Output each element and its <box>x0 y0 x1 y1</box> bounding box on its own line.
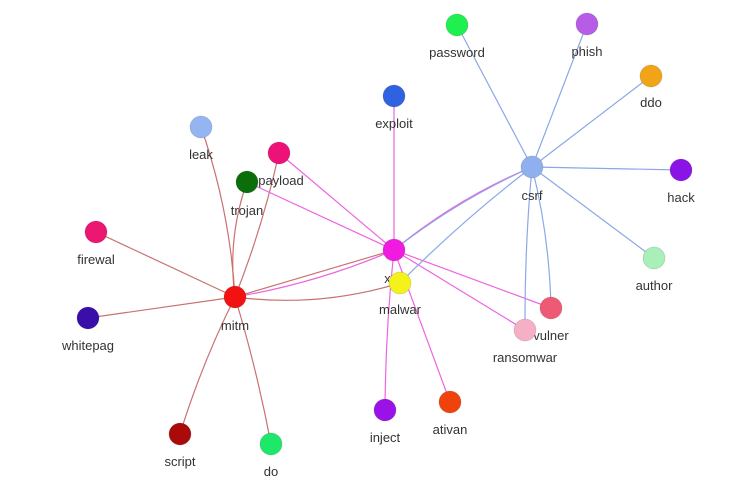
node-trojan[interactable]: trojan <box>231 170 264 218</box>
node-do[interactable]: do <box>259 432 283 479</box>
node-ransomwar[interactable]: ransomwar <box>493 318 558 365</box>
node-inject[interactable]: inject <box>370 398 401 445</box>
edge-mitm-do <box>234 296 272 445</box>
edge-csrf-vulner <box>531 166 552 309</box>
node-label-ddo: ddo <box>640 95 662 110</box>
edge-xss-csrf <box>393 166 533 251</box>
node-label-leak: leak <box>189 147 213 162</box>
node-firewal[interactable]: firewal <box>77 220 115 267</box>
node-ddo[interactable]: ddo <box>639 64 663 110</box>
node-circle-trojan[interactable] <box>235 170 259 194</box>
node-label-firewal: firewal <box>77 252 115 267</box>
node-label-inject: inject <box>370 430 401 445</box>
node-label-vulner: vulner <box>533 328 569 343</box>
edge-mitm-script <box>179 296 236 435</box>
node-circle-firewal[interactable] <box>84 220 108 244</box>
edge-csrf-ransomwar <box>524 166 533 331</box>
node-circle-csrf[interactable] <box>520 155 544 179</box>
node-circle-ransomwar[interactable] <box>513 318 537 342</box>
nodes-layer: password phish ddo exploit leak payload trojan… <box>61 12 695 479</box>
edge-csrf-hack <box>531 166 682 171</box>
node-label-whitepag: whitepag <box>61 338 114 353</box>
edge-xss-inject <box>384 249 395 411</box>
node-csrf[interactable]: csrf <box>520 155 544 203</box>
node-circle-hack[interactable] <box>669 158 693 182</box>
node-circle-script[interactable] <box>168 422 192 446</box>
node-script[interactable]: script <box>164 422 196 469</box>
node-label-exploit: exploit <box>375 116 413 131</box>
edge-csrf-phish <box>531 23 588 168</box>
edge-csrf-password <box>456 24 533 168</box>
node-exploit[interactable]: exploit <box>375 84 413 131</box>
edge-mitm-whitepag <box>87 296 236 319</box>
node-label-payload: payload <box>258 173 304 188</box>
node-circle-inject[interactable] <box>373 398 397 422</box>
edge-xss-mitm <box>234 249 395 298</box>
edge-csrf-malwar <box>399 166 533 284</box>
node-label-csrf: csrf <box>522 188 543 203</box>
node-circle-do[interactable] <box>259 432 283 456</box>
node-circle-vulner[interactable] <box>539 296 563 320</box>
node-circle-exploit[interactable] <box>382 84 406 108</box>
node-circle-leak[interactable] <box>189 115 213 139</box>
node-hack[interactable]: hack <box>667 158 695 205</box>
node-label-hack: hack <box>667 190 695 205</box>
node-circle-ddo[interactable] <box>639 64 663 88</box>
node-label-ativan: ativan <box>433 422 468 437</box>
node-circle-mitm[interactable] <box>223 285 247 309</box>
node-label-mitm: mitm <box>221 318 249 333</box>
edge-csrf-author <box>531 166 655 259</box>
node-author[interactable]: author <box>636 246 674 293</box>
node-mitm[interactable]: mitm <box>221 285 249 333</box>
edge-mitm-xss <box>234 249 395 298</box>
node-circle-password[interactable] <box>445 13 469 37</box>
node-circle-ativan[interactable] <box>438 390 462 414</box>
edge-csrf-ddo <box>531 75 652 168</box>
edge-xss-payload <box>278 152 395 251</box>
node-payload[interactable]: payload <box>258 141 304 188</box>
node-circle-whitepag[interactable] <box>76 306 100 330</box>
node-label-malwar: malwar <box>379 302 422 317</box>
edge-xss-trojan <box>246 181 395 251</box>
node-whitepag[interactable]: whitepag <box>61 306 114 353</box>
edge-xss-ransomwar <box>393 249 526 331</box>
node-phish[interactable]: phish <box>571 12 603 59</box>
edge-mitm-firewal <box>95 231 236 298</box>
node-password[interactable]: password <box>429 13 485 60</box>
edge-mitm-payload <box>234 152 280 298</box>
node-circle-payload[interactable] <box>267 141 291 165</box>
edges-layer <box>87 23 682 445</box>
node-circle-phish[interactable] <box>575 12 599 36</box>
edge-mitm-trojan <box>232 181 248 298</box>
node-label-author: author <box>636 278 674 293</box>
node-label-ransomwar: ransomwar <box>493 350 558 365</box>
node-label-password: password <box>429 45 485 60</box>
node-circle-author[interactable] <box>642 246 666 270</box>
node-vulner[interactable]: vulner <box>533 296 569 343</box>
edge-mitm-malwar <box>234 282 401 301</box>
node-label-script: script <box>164 454 195 469</box>
node-malwar[interactable]: malwar <box>379 271 422 317</box>
edge-xss-vulner <box>393 249 552 309</box>
node-label-phish: phish <box>571 44 602 59</box>
node-circle-malwar[interactable] <box>388 271 412 295</box>
node-label-do: do <box>264 464 278 479</box>
edge-xss-ativan <box>393 249 451 403</box>
node-label-trojan: trojan <box>231 203 264 218</box>
edge-csrf-xss <box>393 166 533 251</box>
node-circle-xss[interactable] <box>382 238 406 262</box>
node-leak[interactable]: leak <box>189 115 213 162</box>
node-ativan[interactable]: ativan <box>433 390 468 437</box>
